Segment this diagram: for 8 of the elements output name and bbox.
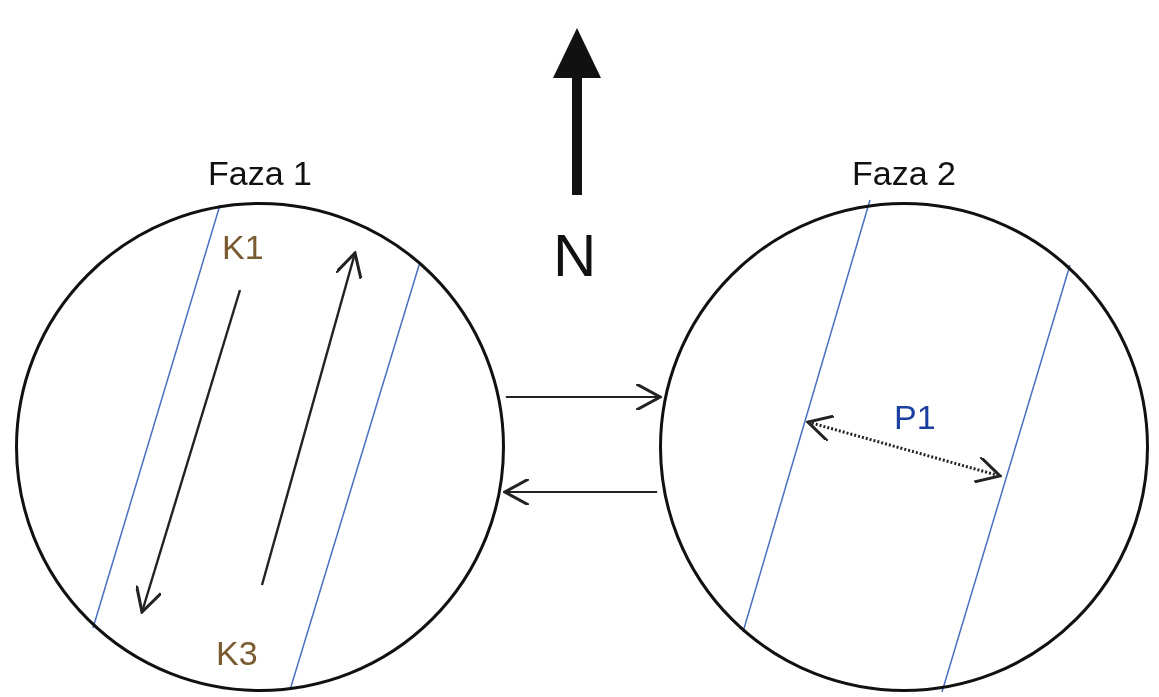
phase-heading: Faza 1 [208,154,312,192]
stripe-label: K1 [222,230,264,264]
stripe-label: K3 [216,636,258,670]
distance-label: P1 [894,400,936,434]
arrow [503,477,659,507]
north-label: N [553,226,597,286]
phase-heading: Faza 2 [852,154,956,192]
arrow [504,382,662,412]
